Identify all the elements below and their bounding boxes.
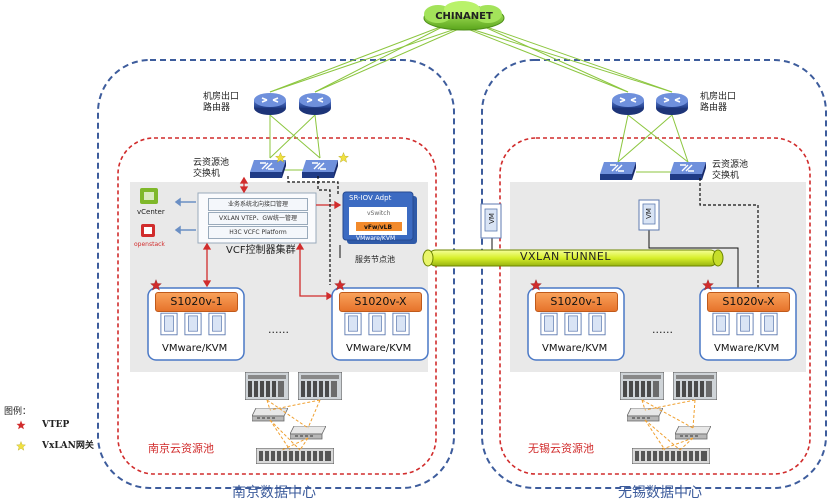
wuxi-pool-boundary: [499, 137, 811, 475]
router-icon: [611, 92, 645, 116]
nanjing-switch-label: 云资源池 交换机: [193, 158, 230, 179]
service-node-pool-label: 服务节点池: [355, 255, 395, 264]
legend-label-gateway: VxLAN网关: [42, 441, 94, 451]
service-node: [342, 191, 417, 244]
switch-icon: [301, 159, 339, 179]
control-links: [202, 176, 342, 301]
nanjing-dc-label: 南京数据中心: [232, 485, 316, 501]
wuxi-switch-label: 云资源池 交换机: [712, 160, 749, 181]
server-name-nj-x: S1020v-X: [339, 292, 422, 312]
legend-label-vtep: VTEP: [42, 420, 70, 430]
switch-icon: [599, 161, 637, 181]
wuxi-dc-label: 无锡数据中心: [618, 485, 702, 501]
wuxi-hardware: [620, 372, 717, 464]
legend-title: 图例：: [4, 407, 32, 417]
controller-row-vtep: VXLAN VTEP、GW统一管理: [208, 212, 308, 225]
controller-cluster-label: VCF控制器集群: [226, 245, 296, 256]
switch-icon: [249, 159, 287, 179]
server-name-nj-1: S1020v-1: [155, 292, 238, 312]
service-node-title: SR-IOV Adpt: [349, 194, 392, 202]
router-icon: [253, 92, 287, 116]
vm-label: VM: [644, 208, 653, 219]
data-path: [287, 176, 759, 290]
switch-icon: [669, 161, 707, 181]
nanjing-pool-label: 南京云资源池: [148, 442, 214, 455]
router-icon: [655, 92, 689, 116]
nanjing-pool-boundary: [117, 137, 437, 475]
vm-label: VM: [487, 213, 496, 224]
vxlan-tunnel: [422, 249, 724, 267]
server-name-wx-x: S1020v-X: [707, 292, 790, 312]
wuxi-dc-boundary: [481, 59, 827, 489]
chinanet-cloud: [423, 1, 505, 31]
openstack-label: openstack: [134, 241, 165, 248]
service-node-vfw: vFw/vLB: [364, 224, 393, 231]
ellipsis: ......: [652, 323, 673, 336]
red-star-icon: [16, 420, 26, 430]
hypervisor-label: VMware/KVM: [542, 343, 608, 354]
controller-row-platform: H3C VCFC Platform: [208, 226, 308, 239]
internet-links: [269, 23, 689, 173]
server-name-wx-1: S1020v-1: [535, 292, 618, 312]
hypervisor-label: VMware/KVM: [714, 343, 780, 354]
wuxi-router-label: 机房出口 路由器: [700, 92, 737, 113]
internet-label: CHINANET: [435, 11, 493, 22]
nanjing-dc-boundary: [97, 59, 455, 489]
nanjing-router-label: 机房出口 路由器: [203, 92, 240, 113]
yellow-star-icon: [16, 441, 26, 451]
hypervisor-label: VMware/KVM: [346, 343, 412, 354]
router-icon: [298, 92, 332, 116]
hypervisor-label: VMware/KVM: [162, 343, 228, 354]
ellipsis: ......: [268, 323, 289, 336]
service-node-hypervisor: VMware/KVM: [356, 235, 396, 242]
wuxi-pool-label: 无锡云资源池: [528, 442, 594, 455]
service-node-vswitch: vSwitch: [367, 210, 391, 217]
controller-row-northbound: 业务系统北向接口管理: [208, 198, 308, 211]
vxlan-tunnel-label: VXLAN TUNNEL: [520, 250, 611, 263]
vcenter-label: vCenter: [137, 208, 165, 216]
mgmt-arrows: [174, 197, 196, 235]
vxlan-gateway-star-icon: [338, 152, 349, 163]
